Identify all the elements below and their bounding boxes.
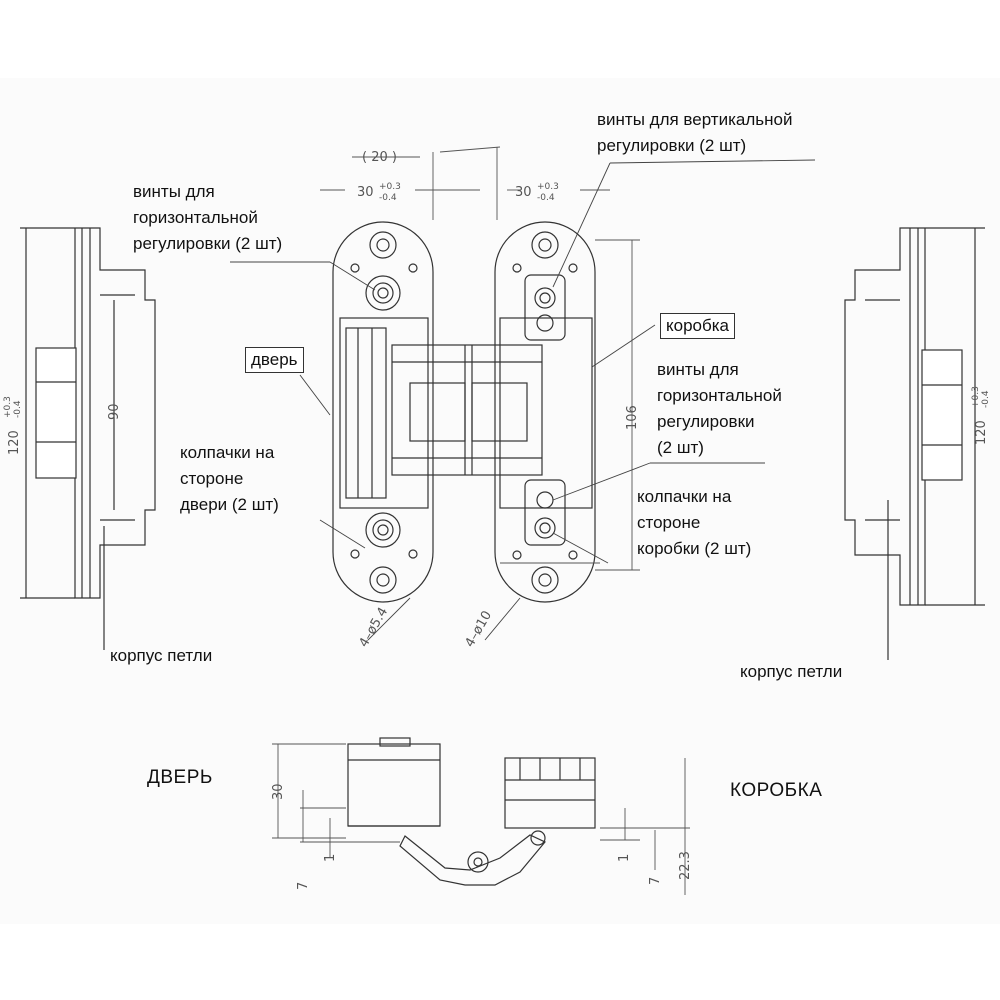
door-plate — [332, 221, 434, 603]
dim-side-1-right: 1 — [617, 854, 632, 862]
right-side-view — [844, 227, 985, 660]
dim-height-120-left: 120 — [7, 430, 22, 455]
dim-hole-small: 4–ø5.4 — [356, 605, 391, 650]
label-caps-door-side: колпачки на стороне двери (2 шт) — [180, 443, 279, 514]
label-hinge-body-right: корпус петли — [740, 662, 843, 681]
dim-side-7-left: 7 — [296, 882, 311, 890]
label-horizontal-adjust-screws-right: винты для горизонтальной регулировки (2 … — [657, 360, 782, 457]
dim-tol-minus-120-right: -0.4 — [981, 390, 991, 408]
dim-side-7-right: 7 — [648, 877, 663, 885]
bottom-view-arm — [399, 830, 546, 886]
dim-tol-plus-right: +0.3 — [537, 182, 559, 192]
dim-tol-minus-right: -0.4 — [537, 193, 555, 203]
dim-hole-large: 4–ø10 — [462, 608, 495, 650]
dim-top-width: ( 20 ) — [362, 150, 397, 165]
left-side-view — [20, 227, 156, 650]
dim-side-30: 30 — [271, 783, 286, 800]
dim-height-120-right: 120 — [974, 420, 989, 445]
dim-tol-plus-left: +0.3 — [379, 182, 401, 192]
label-vertical-adjust-screws: винты для вертикальной регулировки (2 шт… — [597, 110, 793, 155]
dim-tol-plus-120-right: +0.3 — [971, 386, 981, 408]
label-caps-frame-side: колпачки на стороне коробки (2 шт) — [637, 487, 752, 558]
bottom-view-frame-part — [504, 757, 596, 829]
dim-side-22-3: 22.3 — [678, 851, 693, 880]
dim-tol-minus-left: -0.4 — [379, 193, 397, 203]
label-hinge-body-left: корпус петли — [110, 646, 213, 665]
dim-side-1-left: 1 — [323, 854, 338, 862]
dim-tol-minus-120-left: -0.4 — [13, 400, 23, 418]
label-frame: коробка — [660, 313, 735, 339]
label-frame-caps: КОРОБКА — [730, 780, 823, 801]
hinge-arms — [391, 344, 543, 476]
label-door: дверь — [245, 347, 304, 373]
dim-tol-plus-120-left: +0.3 — [3, 396, 13, 418]
dim-depth-90: 90 — [107, 403, 122, 420]
dim-width-30-left: 30 — [357, 185, 374, 200]
dim-height-106: 106 — [625, 405, 640, 430]
label-door-caps: ДВЕРЬ — [147, 767, 213, 788]
leader-lines — [230, 159, 816, 641]
dim-width-30-right: 30 — [515, 185, 532, 200]
frame-plate — [494, 221, 596, 603]
label-horizontal-adjust-screws-left: винты для горизонтальной регулировки (2 … — [133, 182, 283, 253]
bottom-view-door-part — [347, 737, 441, 827]
front-dimension-lines — [320, 146, 640, 571]
bottom-dimension-lines — [272, 743, 690, 895]
